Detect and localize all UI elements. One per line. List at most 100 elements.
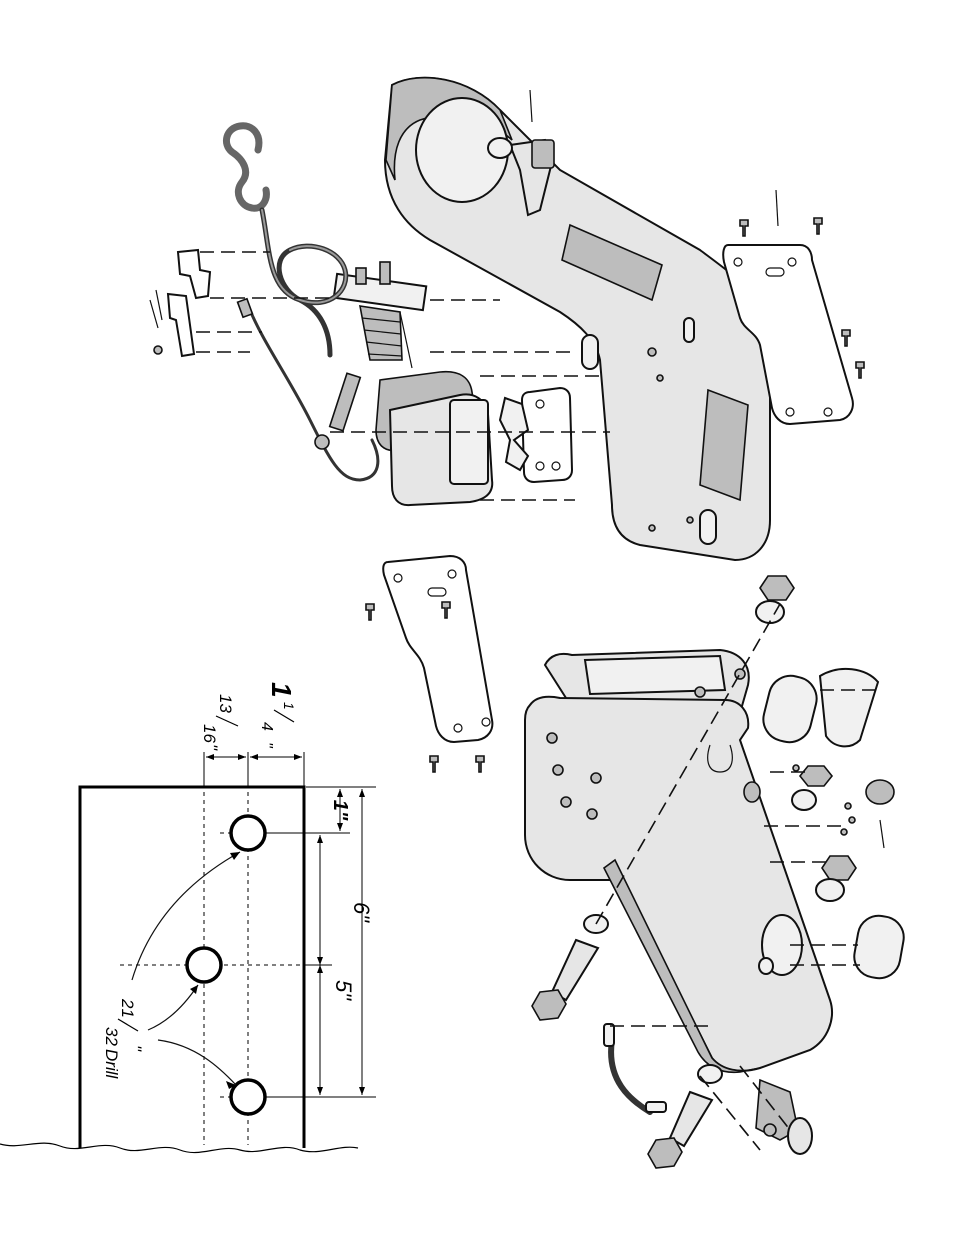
dim-1-1-4-arrow-l: [250, 754, 258, 760]
drill-hole-3: [231, 1080, 265, 1114]
housing-slot-3: [684, 318, 694, 342]
brake-hose: [611, 1040, 650, 1112]
washer-3: [816, 879, 844, 901]
screw-b: [814, 218, 822, 234]
valve-gasket: [788, 1118, 812, 1154]
lock-bracket-parts: [150, 250, 210, 356]
lower-screw-c: [430, 756, 438, 772]
channel-hole-5: [591, 773, 601, 783]
roller-sleeve: [820, 669, 878, 747]
svg-text:": ": [258, 742, 275, 749]
cylinder-face: [450, 400, 488, 484]
pin: [330, 373, 361, 431]
screw-c: [842, 330, 850, 346]
svg-text:4: 4: [258, 722, 275, 731]
housing-hole-3: [687, 517, 693, 523]
channel-hole-3: [561, 797, 571, 807]
lever-ring: [488, 138, 512, 158]
svg-text:21: 21: [118, 998, 137, 1018]
screw-a: [740, 220, 748, 236]
svg-text:": ": [202, 744, 221, 751]
drill-label: 21 32 " Drill: [102, 998, 145, 1079]
channel-hole-6: [695, 687, 705, 697]
svg-text:16: 16: [200, 724, 219, 743]
washer-2: [792, 790, 816, 810]
lower-screw-d: [476, 756, 484, 772]
drill-template: 13 16 " 1 1 4 " 1" 5" 6": [0, 682, 376, 1153]
cable-end: [238, 299, 253, 317]
drill-hole-1: [231, 816, 265, 850]
drill-arrow-3: [158, 1040, 236, 1085]
small-screw-4: [841, 829, 847, 835]
leader-lever: [530, 90, 532, 122]
housing-hole-4: [649, 525, 655, 531]
svg-text:1: 1: [281, 702, 297, 710]
housing-slot-1: [582, 335, 598, 369]
drill-hole-2: [187, 948, 221, 982]
brake-cable: [250, 310, 378, 480]
dim-label-5: 5": [331, 980, 356, 1001]
dim-13-16-arrow-r: [238, 754, 246, 760]
s-hook: [226, 126, 266, 209]
nut-3: [822, 856, 856, 880]
leader-bracket-1: [150, 300, 158, 328]
small-screw-3: [849, 817, 855, 823]
channel-hole-7: [735, 669, 745, 679]
dim-5-arrow-b: [317, 1087, 323, 1095]
drill-arrow-2-head: [190, 985, 198, 994]
hose-fitting-top: [604, 1024, 614, 1046]
bl-9: [700, 1076, 760, 1150]
dim-label-6: 6": [349, 902, 374, 923]
dim-1-1-4-arrow-r: [294, 754, 302, 760]
screw-d: [856, 362, 864, 378]
dim-6-arrow-b: [359, 1087, 365, 1095]
bolt-2-head: [648, 1138, 682, 1168]
dim-label-13-16: 13 16 ": [200, 694, 238, 751]
housing-hole-1: [648, 348, 656, 356]
dim-13-16-arrow-l: [206, 754, 214, 760]
bolt-1-head: [532, 990, 566, 1020]
valve-cap: [764, 1124, 776, 1136]
drill-arrow-1-head: [230, 852, 240, 860]
channel-hole-4: [587, 809, 597, 819]
channel-round-1: [744, 782, 760, 802]
cover-plate-lower: [366, 556, 492, 772]
lock-bracket: [178, 250, 210, 298]
svg-text:32: 32: [102, 1027, 121, 1046]
channel-hole-1: [547, 733, 557, 743]
small-screw-2: [845, 803, 851, 809]
cable-coil: [262, 210, 346, 355]
breakaway-cable: [226, 126, 377, 480]
dim-label-1: 1": [329, 800, 351, 821]
stud-2: [380, 262, 390, 284]
dim-label-1-1-4: 1 1 4 ": [258, 682, 297, 749]
grease-fitting: [866, 780, 894, 804]
housing-window-2: [700, 390, 748, 500]
hose-fitting-bottom: [646, 1102, 666, 1112]
cylinder-end-plate: [522, 388, 572, 482]
svg-text:": ": [126, 1045, 145, 1052]
dim-6-arrow-t: [359, 789, 365, 797]
stud-1: [356, 268, 366, 284]
lock-screw: [154, 346, 162, 354]
svg-text:Drill: Drill: [102, 1049, 121, 1079]
dim-1-arrow-b: [337, 823, 343, 831]
dim-1-arrow-t: [337, 789, 343, 797]
drill-arrow-2: [148, 985, 198, 1030]
small-screw-1: [793, 765, 799, 771]
housing-slot-2: [700, 510, 716, 544]
leader-cover: [776, 190, 778, 226]
lower-screw-a: [366, 604, 374, 620]
leader-bracket-2: [156, 290, 162, 320]
dim-5-arrow-t: [317, 835, 323, 843]
nut-1: [760, 576, 794, 600]
bolt-washer-2: [698, 1065, 722, 1083]
lever-handle: [532, 140, 554, 168]
rear-roller-hole: [759, 958, 773, 974]
cover-plate-lower-body: [383, 556, 492, 742]
pin-cap: [315, 435, 329, 449]
svg-text:1: 1: [266, 682, 297, 698]
gasket: [500, 398, 528, 470]
bolt-2: [670, 1092, 712, 1146]
